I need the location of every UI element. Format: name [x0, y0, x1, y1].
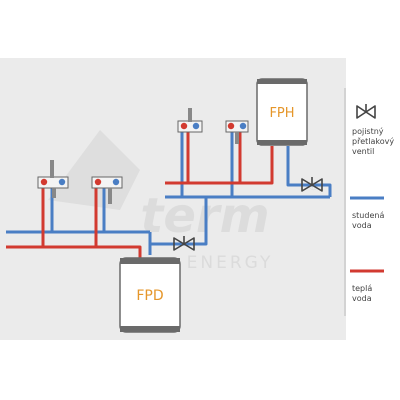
tank-fph: FPH [256, 78, 308, 146]
faucet-fixture-4 [225, 120, 249, 144]
legend-item-valve: pojistný přetlakový ventil [352, 104, 394, 156]
cold-fpd-valve-branch [150, 197, 208, 246]
tank-fpd: FPD [119, 257, 181, 333]
legend: pojistný přetlakový ventil studená voda … [344, 58, 400, 340]
safety-valve-fpd [173, 236, 195, 251]
legend-item-cold: studená voda [350, 196, 384, 230]
hot-main-lower [6, 245, 142, 258]
faucet-fixture-3 [177, 108, 203, 133]
cold-fph-branch [286, 146, 332, 197]
cold-water-pipes [6, 132, 332, 255]
faucet-fixtures [37, 108, 249, 204]
hot-water-pipes [6, 132, 274, 258]
legend-valve-line-2: přetlakový [352, 137, 394, 146]
tank-fpd-label: FPD [136, 288, 163, 304]
faucet-fixture-2 [91, 176, 123, 204]
faucet-fixture-1 [37, 160, 69, 198]
legend-cold-line-2: voda [352, 221, 372, 230]
legend-item-hot: teplá voda [350, 269, 384, 303]
legend-cold-line-1: studená [352, 211, 384, 220]
legend-hot-line-2: voda [352, 294, 372, 303]
diagram-background [0, 58, 400, 340]
watermark-tagline: ENERGY [187, 253, 274, 273]
tank-fph-label: FPH [269, 106, 294, 121]
hot-main-upper [165, 146, 274, 185]
legend-hot-line-1: teplá [352, 284, 372, 293]
legend-valve-line-3: ventil [352, 147, 374, 156]
watermark-roof-shape [48, 130, 140, 210]
safety-valve-icon [356, 104, 376, 119]
safety-valve-fph [301, 177, 323, 192]
legend-valve-line-1: pojistný [352, 127, 384, 136]
